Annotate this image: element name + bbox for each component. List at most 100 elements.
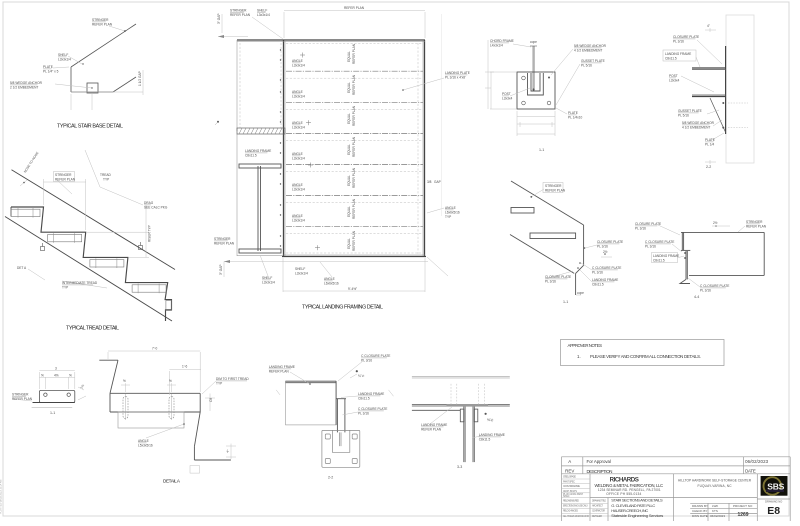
- svg-text:L6x6x5/16: L6x6x5/16: [324, 282, 339, 286]
- svg-text:STRINGER: STRINGER: [92, 18, 109, 22]
- svg-text:C CLOSURE PLATE: C CLOSURE PLATE: [592, 266, 621, 270]
- svg-text:STAIR SECTIONS AND DETAILS: STAIR SECTIONS AND DETAILS: [611, 498, 663, 503]
- svg-text:C8x11.5: C8x11.5: [358, 397, 370, 401]
- svg-text:LANDING FRAME: LANDING FRAME: [665, 52, 691, 56]
- svg-text:06/02/2023: 06/02/2023: [745, 459, 769, 464]
- svg-text:3" GAP: 3" GAP: [217, 13, 221, 24]
- svg-text:1-1: 1-1: [563, 300, 568, 304]
- svg-text:DRAWING NO: DRAWING NO: [765, 500, 782, 504]
- svg-text:REFER PLAN: REFER PLAN: [545, 189, 566, 193]
- svg-text:06/02/2023: 06/02/2023: [710, 514, 725, 518]
- svg-text:EQUAL: EQUAL: [347, 175, 351, 186]
- svg-text:L3x3x1/4: L3x3x1/4: [292, 64, 305, 68]
- svg-text:DET A: DET A: [17, 266, 27, 270]
- svg-text:CLOSURE PLATE: CLOSURE PLATE: [597, 240, 623, 244]
- svg-text:DETAILER: DETAILER: [592, 515, 602, 518]
- svg-text:5/8 WEDGE ANCHOR: 5/8 WEDGE ANCHOR: [10, 81, 43, 85]
- svg-text:LANDING FRAME: LANDING FRAME: [358, 392, 384, 396]
- svg-text:TYPICAL LANDING FRAMING DETAIL: TYPICAL LANDING FRAMING DETAIL: [302, 305, 383, 311]
- svg-text:PLATE: PLATE: [568, 111, 578, 115]
- svg-text:EQUAL: EQUAL: [347, 82, 351, 93]
- svg-text:1234 SEMINAR RD. PENGELL, PA 2: 1234 SEMINAR RD. PENGELL, PA 27001: [598, 488, 661, 492]
- svg-text:C8: C8: [209, 398, 213, 402]
- svg-text:ANGLE: ANGLE: [292, 183, 303, 187]
- svg-text:CHECK BY: CHECK BY: [692, 509, 707, 513]
- svg-text:L3x3x1/4: L3x3x1/4: [292, 126, 305, 130]
- svg-text:PL 1/4x10: PL 1/4x10: [568, 116, 582, 120]
- svg-text:CLOSURE PLATE: CLOSURE PLATE: [545, 275, 571, 279]
- svg-text:4": 4": [707, 24, 710, 28]
- svg-text:ANGLE: ANGLE: [324, 277, 335, 281]
- svg-text:LANDING FRAME: LANDING FRAME: [653, 254, 679, 258]
- svg-text:%: %: [41, 374, 44, 378]
- svg-text:DATE: DATE: [745, 469, 756, 474]
- svg-text:PL 3/16: PL 3/16: [592, 271, 603, 275]
- svg-text:L3x3x1/4: L3x3x1/4: [292, 95, 305, 99]
- svg-text:PL UN. ANVIL PAINT: PL UN. ANVIL PAINT: [563, 493, 584, 496]
- svg-text:4-4: 4-4: [694, 295, 699, 299]
- svg-text:E8: E8: [767, 505, 780, 517]
- svg-text:cope: cope: [530, 40, 537, 44]
- svg-text:L3x3x1/4: L3x3x1/4: [292, 157, 305, 161]
- svg-text:%: %: [169, 379, 172, 383]
- svg-text:SEE CALC PKG: SEE CALC PKG: [144, 206, 168, 210]
- svg-text:DRAG: DRAG: [144, 201, 154, 205]
- svg-text:EQUAL: EQUAL: [347, 51, 351, 62]
- svg-text:3/8: 3/8: [427, 180, 432, 184]
- svg-text:REFER PLAN: REFER PLAN: [352, 136, 356, 157]
- svg-text:REFER PLAN: REFER PLAN: [746, 225, 767, 229]
- svg-text:C CLOSURE PLATE: C CLOSURE PLATE: [358, 407, 387, 411]
- svg-text:PL 3/16: PL 3/16: [700, 289, 711, 293]
- svg-text:LWK: LWK: [712, 504, 718, 508]
- svg-text:TYP: TYP: [216, 382, 222, 386]
- svg-text:SHELF: SHELF: [262, 276, 272, 280]
- svg-text:CHORD FRAME: CHORD FRAME: [490, 39, 514, 43]
- svg-text:PL 3/16: PL 3/16: [361, 359, 372, 363]
- svg-text:L4x3x1/4: L4x3x1/4: [490, 44, 503, 48]
- svg-text:PLEASE VERIFY AND CONFIRM ALL: PLEASE VERIFY AND CONFIRM ALL CONNECTION…: [590, 354, 701, 359]
- svg-text:SHELF: SHELF: [295, 267, 305, 271]
- svg-text:4": 4": [225, 449, 230, 454]
- svg-text:FUQUAY-VARINA, NC: FUQUAY-VARINA, NC: [698, 484, 733, 488]
- svg-text:4 1/2 EMBEDMENT: 4 1/2 EMBEDMENT: [574, 49, 602, 53]
- svg-text:POST: POST: [502, 92, 511, 96]
- svg-text:1.: 1.: [577, 354, 581, 359]
- svg-text:ANGLE: ANGLE: [292, 121, 303, 125]
- svg-text:REFER PLAN: REFER PLAN: [214, 242, 235, 246]
- svg-text:A: A: [568, 459, 571, 464]
- svg-text:3: 3: [55, 367, 57, 371]
- svg-text:1269: 1269: [737, 512, 748, 518]
- svg-text:REFER PLAN: REFER PLAN: [421, 428, 442, 432]
- svg-text:C8x11.5: C8x11.5: [665, 57, 677, 61]
- svg-text:C8x11.5: C8x11.5: [479, 438, 491, 442]
- svg-text:ANGLE: ANGLE: [292, 152, 303, 156]
- svg-text:C CLOSURE PLATE: C CLOSURE PLATE: [700, 284, 729, 288]
- svg-text:REFER PLAN: REFER PLAN: [344, 6, 365, 10]
- svg-text:DESCRIPTION: DESCRIPTION: [587, 469, 613, 474]
- svg-text:KTS: KTS: [712, 509, 718, 513]
- svg-text:REFER PLAN: REFER PLAN: [352, 105, 356, 126]
- svg-text:1-1: 1-1: [539, 148, 544, 152]
- svg-text:CLOSURE PLATE: CLOSURE PLATE: [635, 222, 661, 226]
- svg-text:PL 5/16: PL 5/16: [581, 64, 592, 68]
- svg-text:PLATE: PLATE: [705, 138, 715, 142]
- svg-text:L3x3x1/4: L3x3x1/4: [257, 13, 270, 17]
- svg-text:%: %: [123, 379, 126, 383]
- svg-text:3-3: 3-3: [457, 465, 462, 469]
- svg-text:¾"∅: ¾"∅: [358, 374, 365, 378]
- svg-text:PAINT SPEC: PAINT SPEC: [563, 480, 575, 483]
- svg-text:2½: 2½: [713, 221, 718, 225]
- svg-text:2½: 2½: [603, 250, 608, 254]
- svg-text:L3x3x4: L3x3x4: [669, 79, 680, 83]
- svg-text:cope: cope: [577, 291, 584, 295]
- svg-text:EQUAL: EQUAL: [347, 144, 351, 155]
- svg-text:4%: 4%: [54, 374, 59, 378]
- svg-text:PL 5/16: PL 5/16: [678, 114, 689, 118]
- svg-text:ANGLE: ANGLE: [138, 439, 149, 443]
- svg-text:1'-6: 1'-6: [182, 365, 187, 369]
- svg-text:L3x3x1/4: L3x3x1/4: [292, 188, 305, 192]
- svg-text:ANGLE: ANGLE: [292, 59, 303, 63]
- svg-text:7'-0: 7'-0: [152, 347, 157, 351]
- svg-text:SPEC: SPEC: [563, 495, 570, 498]
- svg-text:CLOSURE PLATE: CLOSURE PLATE: [673, 35, 699, 39]
